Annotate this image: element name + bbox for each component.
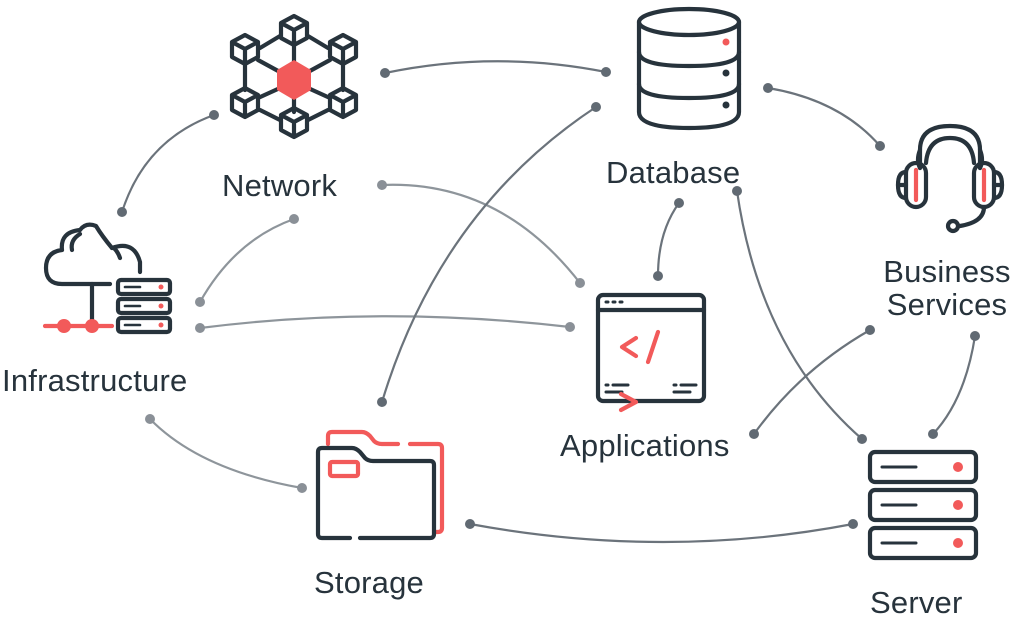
infrastructure-label: Infrastructure	[2, 363, 188, 398]
code-window-icon	[595, 292, 707, 413]
edge-business-services-server	[928, 331, 980, 439]
business-services-label: Business Services	[868, 254, 1024, 322]
edge-network-applications	[377, 180, 585, 288]
server-rack-icon	[867, 449, 979, 561]
business-services-label-line1: Business	[883, 254, 1011, 289]
cloud-server-icon	[42, 222, 173, 335]
edge-database-server	[732, 186, 867, 444]
database-icon	[636, 6, 742, 131]
business-services-label-line2: Services	[886, 286, 1008, 322]
edge-database-applications	[653, 198, 684, 281]
edge-storage-server	[465, 519, 858, 544]
edge-infrastructure-applications	[195, 315, 575, 333]
headset-icon	[895, 123, 1005, 234]
edge-database-storage	[377, 102, 601, 407]
network-label: Network	[222, 168, 338, 203]
edge-database-business-services	[763, 83, 885, 151]
edge-infrastructure-network	[117, 110, 219, 217]
edge-network-database	[380, 60, 611, 78]
server-label: Server	[870, 585, 963, 620]
edge-infrastructure-network-2	[195, 214, 299, 307]
edge-applications-business-services	[749, 325, 875, 439]
database-label: Database	[606, 155, 741, 190]
storage-label: Storage	[314, 565, 424, 600]
edge-infrastructure-storage	[145, 414, 307, 493]
network-cubes-icon	[229, 13, 359, 140]
applications-label: Applications	[560, 428, 730, 463]
folder-icon	[315, 429, 445, 541]
